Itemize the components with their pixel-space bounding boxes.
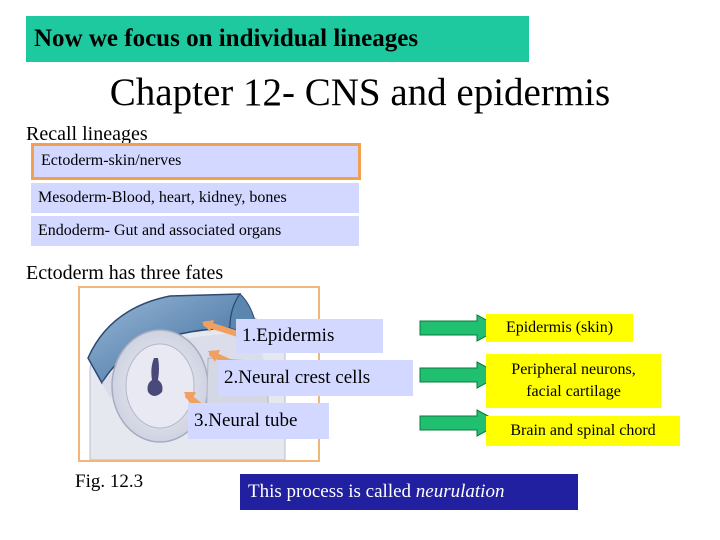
callout-neural-crest: 2.Neural crest cells — [218, 360, 413, 396]
process-box: This process is called neurulation — [240, 474, 578, 510]
callout-neural-crest-text: 2.Neural crest cells — [224, 367, 371, 388]
fate-epidermis-skin: Epidermis (skin) — [486, 314, 633, 342]
fate-peripheral-line1: Peripheral neurons, — [511, 361, 636, 378]
callout-epidermis-text: 1.Epidermis — [242, 325, 335, 346]
callout-epidermis: 1.Epidermis — [236, 319, 383, 353]
recall-lineages-label: Recall lineages — [26, 123, 148, 145]
lineage-mesoderm: Mesoderm-Blood, heart, kidney, bones — [31, 183, 359, 213]
lineage-endoderm-text: Endoderm- Gut and associated organs — [38, 222, 282, 239]
fate-epidermis-text: Epidermis (skin) — [505, 319, 614, 336]
fate-peripheral-line2: facial cartilage — [526, 383, 621, 400]
section-banner: Now we focus on individual lineages — [26, 16, 529, 62]
lineage-ectoderm: Ectoderm-skin/nerves — [31, 143, 361, 180]
ectoderm-fates-label: Ectoderm has three fates — [26, 262, 224, 284]
callout-neural-tube-text: 3.Neural tube — [194, 410, 298, 431]
process-emphasis: neurulation — [415, 481, 505, 502]
callout-neural-tube: 3.Neural tube — [188, 403, 329, 439]
fate-peripheral-neurons: Peripheral neurons, facial cartilage — [486, 354, 661, 408]
fate-brain-spinal: Brain and spinal chord — [486, 416, 680, 446]
lineage-mesoderm-text: Mesoderm-Blood, heart, kidney, bones — [38, 189, 287, 206]
lineage-ectoderm-text: Ectoderm-skin/nerves — [41, 152, 182, 169]
process-text: This process is called — [248, 481, 416, 502]
figure-label: Fig. 12.3 — [75, 471, 144, 492]
lineage-endoderm: Endoderm- Gut and associated organs — [31, 216, 359, 246]
slide-title: Chapter 12- CNS and epidermis — [109, 71, 611, 114]
fate-brain-text: Brain and spinal chord — [510, 422, 656, 439]
